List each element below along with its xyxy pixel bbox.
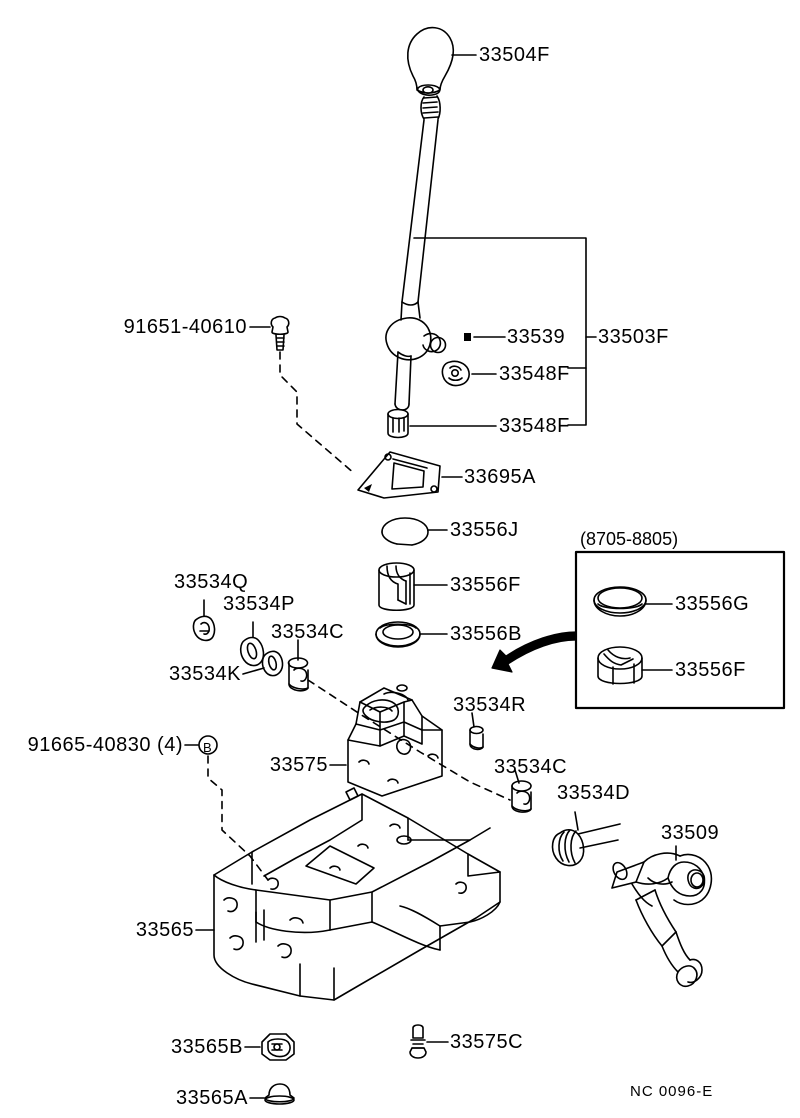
shift-lever-shaft — [385, 119, 447, 411]
label-91665-40830: 91665-40830 (4) — [27, 734, 183, 756]
label-33556f-inset: 33556F — [675, 659, 746, 681]
clip-33534k — [261, 650, 284, 677]
label-33575: 33575 — [269, 754, 328, 776]
label-33556f: 33556F — [450, 574, 521, 596]
label-33539: 33539 — [507, 326, 566, 348]
pin-33534r — [469, 725, 484, 751]
label-33534c-upper: 33534C — [271, 621, 345, 643]
label-91651-40610: 91651-40610 — [123, 316, 247, 338]
bolt-marker-label: B — [203, 740, 213, 755]
washer-33534q — [192, 615, 216, 642]
assembly-dash-bushing — [307, 679, 511, 801]
bushing-33534c-upper — [287, 657, 309, 692]
label-33575c: 33575C — [450, 1031, 524, 1053]
gasket-33695a — [357, 451, 441, 499]
bolt-marker-91665 — [198, 735, 218, 755]
leader-33534r — [471, 712, 475, 728]
leader-33534k — [242, 667, 265, 675]
label-33534r: 33534R — [453, 694, 527, 716]
label-33534q: 33534Q — [174, 571, 249, 593]
knob-thread — [420, 95, 441, 120]
label-33556g: 33556G — [675, 593, 750, 615]
spring-33534d — [551, 823, 621, 867]
shift-knob-part — [407, 26, 455, 96]
label-33565: 33565 — [135, 919, 194, 941]
label-33504f: 33504F — [479, 44, 550, 66]
grommet-33565a — [264, 1083, 295, 1105]
label-33509: 33509 — [661, 822, 720, 844]
label-33534p: 33534P — [223, 593, 295, 615]
leader-33534c-lower — [514, 769, 520, 784]
label-33556b: 33556B — [450, 623, 522, 645]
bushing-33534c-lower — [511, 780, 532, 813]
washer-33534p — [239, 636, 265, 667]
leader-33534d — [574, 811, 579, 831]
nut-33565b — [261, 1033, 295, 1061]
pin-33539 — [464, 333, 471, 341]
ring-33556j — [381, 517, 429, 546]
housing-33575 — [347, 684, 443, 797]
boot-upper-33548f — [441, 360, 470, 387]
boot-lower-33548f — [387, 408, 409, 439]
bushing-33556f — [378, 562, 415, 612]
label-33695a: 33695A — [464, 466, 536, 488]
label-33548f-upper: 33548F — [499, 363, 570, 385]
group-bracket-33503f — [413, 237, 597, 426]
bolt-33575c — [409, 1024, 427, 1059]
shift-lever-33509 — [611, 852, 713, 988]
inset-bushing-33556f — [597, 646, 643, 685]
inset-caption: (8705-8805) — [580, 529, 679, 549]
base-plate-33565 — [213, 787, 501, 1001]
inset-pointer-arrow — [491, 631, 577, 673]
label-33556j: 33556J — [450, 519, 519, 541]
assembly-dash-bolt — [279, 351, 356, 475]
label-33565b: 33565B — [171, 1036, 243, 1058]
footer-code: NC 0096-E — [630, 1083, 714, 1100]
label-33548f-lower: 33548F — [499, 415, 570, 437]
inset-ring-33556g — [593, 586, 647, 617]
label-33534k: 33534K — [169, 663, 241, 685]
label-33534c-lower: 33534C — [494, 756, 568, 778]
label-33565a: 33565A — [176, 1087, 248, 1109]
bolt-91651-40610 — [270, 315, 290, 351]
label-33534d: 33534D — [557, 782, 631, 804]
label-33503f: 33503F — [598, 326, 669, 348]
inset-box — [574, 550, 786, 710]
bushing-33556b — [375, 621, 421, 648]
assembly-dash-bolt4 — [207, 755, 269, 881]
